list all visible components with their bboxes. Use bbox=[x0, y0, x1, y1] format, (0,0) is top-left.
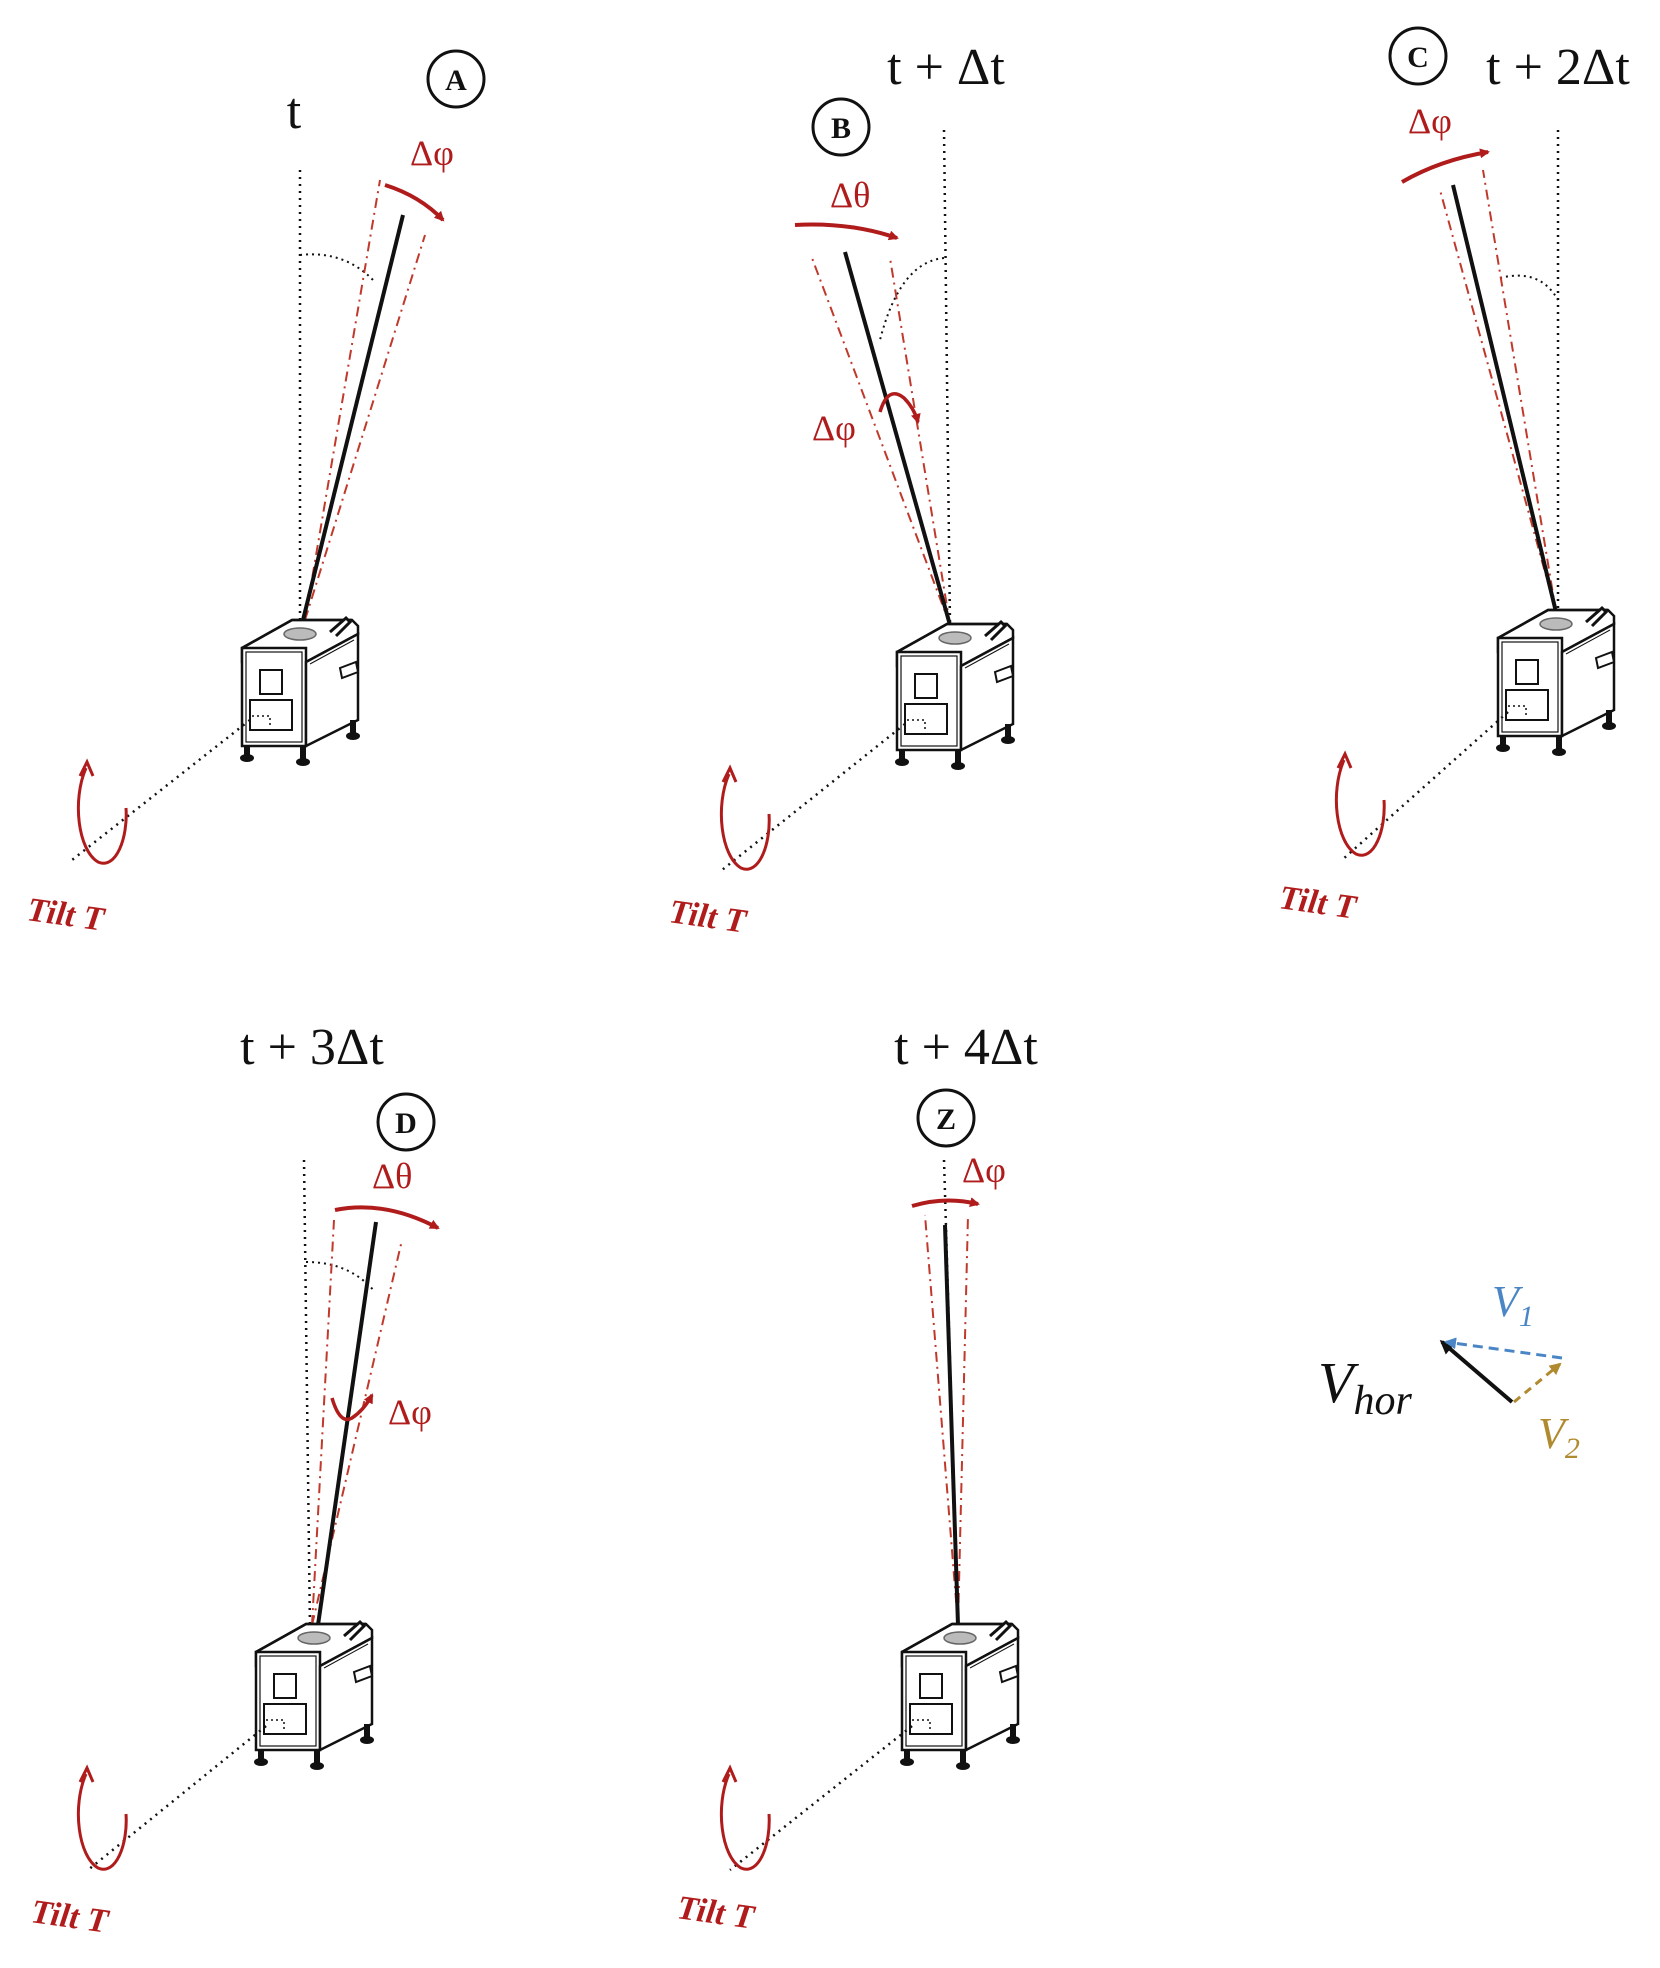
panel-a-time-label: t bbox=[287, 83, 302, 140]
panel-b-rod bbox=[843, 251, 952, 626]
panel-a-tilt-axis bbox=[71, 719, 251, 861]
panel-z-tilt-label: Tilt T bbox=[675, 1889, 758, 1937]
panel-d-time-label: t + 3Δt bbox=[240, 1019, 384, 1076]
panel-b-theta-rotation-arrow-icon bbox=[794, 222, 899, 241]
panel-z-badge: Z bbox=[936, 1103, 956, 1136]
panel-b-annotation-dphi: Δφ bbox=[812, 408, 856, 448]
panel-a-rotation-arrow-icon bbox=[384, 183, 445, 222]
panel-z-rotation-arrow-icon bbox=[911, 1197, 980, 1208]
vhor-label-main: V bbox=[1318, 1350, 1360, 1415]
panel-c-tilt-rotation-arrow-icon bbox=[1334, 752, 1386, 857]
panel-d: D t + 3Δt Δθ Δφ Tilt T bbox=[29, 1019, 440, 1941]
panel-d-tilt-axis bbox=[87, 1725, 267, 1871]
panel-c-rod bbox=[1451, 184, 1558, 613]
vector-legend: Vhor V1 V2 bbox=[1318, 1277, 1580, 1465]
panel-c-instrument-box-icon bbox=[1494, 606, 1618, 758]
v1-label: V1 bbox=[1492, 1277, 1534, 1333]
panel-c-badge: C bbox=[1407, 41, 1429, 74]
panel-c-cone-edge-left bbox=[1439, 189, 1557, 613]
v2-label-main: V bbox=[1538, 1409, 1570, 1458]
panel-z-badge-circle bbox=[916, 1088, 976, 1148]
panel-b-tilt-axis bbox=[721, 723, 906, 871]
panel-d-badge-circle bbox=[376, 1092, 436, 1152]
panel-b-instrument-box-icon bbox=[893, 620, 1017, 772]
panel-d-cone-edge-left bbox=[311, 1219, 335, 1626]
panel-c-tilt-label: Tilt T bbox=[1277, 879, 1360, 927]
v2-vector-arrow bbox=[1513, 1362, 1562, 1404]
panel-b-annotation-dtheta: Δθ bbox=[830, 175, 870, 215]
panel-c-rotation-arrow-icon bbox=[1400, 148, 1490, 184]
panel-z-rod bbox=[943, 1224, 960, 1626]
panel-z-tilt-axis bbox=[729, 1725, 913, 1871]
panel-z-cone-edge-left bbox=[924, 1214, 959, 1626]
panel-b-time-label: t + Δt bbox=[887, 39, 1005, 96]
panel-c-tilt-axis bbox=[1341, 711, 1509, 861]
panel-b-phi-rotation-arrow-icon bbox=[878, 392, 921, 424]
panel-d-angle-arc bbox=[305, 1261, 376, 1293]
panel-c-annotation-dphi: Δφ bbox=[1408, 101, 1452, 141]
panel-z-tilt-rotation-arrow-icon bbox=[719, 1766, 771, 1871]
vhor-vector-arrow bbox=[1439, 1340, 1514, 1404]
panel-b: B t + Δt Δθ Δφ Tilt T bbox=[667, 39, 1017, 941]
panel-c-badge-circle bbox=[1388, 26, 1448, 86]
panel-c-time-label: t + 2Δt bbox=[1486, 39, 1630, 96]
panel-d-instrument-box-icon bbox=[252, 1620, 376, 1772]
panel-d-annotation-dphi: Δφ bbox=[388, 1392, 432, 1432]
panel-d-badge: D bbox=[395, 1107, 417, 1140]
panel-d-tilt-rotation-arrow-icon bbox=[76, 1766, 128, 1871]
panel-z: Z t + 4Δt Δφ Tilt T bbox=[675, 1019, 1038, 1937]
panel-a-annotation-dphi: Δφ bbox=[410, 133, 454, 173]
v2-label: V2 bbox=[1538, 1409, 1580, 1465]
panel-c: C t + 2Δt Δφ Tilt T bbox=[1277, 26, 1630, 927]
panel-b-angle-arc bbox=[879, 257, 945, 341]
panel-a-badge-circle bbox=[426, 49, 486, 109]
v1-label-main: V bbox=[1492, 1277, 1524, 1326]
panel-a-cone-edge-left bbox=[304, 179, 381, 621]
panel-b-badge: B bbox=[831, 112, 851, 145]
panel-b-tilt-rotation-arrow-icon bbox=[719, 766, 771, 871]
panel-a-badge: A bbox=[445, 64, 467, 97]
panel-b-badge-circle bbox=[811, 97, 871, 157]
panel-z-time-label: t + 4Δt bbox=[894, 1019, 1038, 1076]
v1-label-subscript: 1 bbox=[1519, 1300, 1534, 1333]
panel-a-tilt-label: Tilt T bbox=[25, 891, 108, 939]
v2-label-subscript: 2 bbox=[1565, 1432, 1580, 1465]
panel-b-cone-edge-right bbox=[889, 257, 951, 626]
vhor-label: Vhor bbox=[1318, 1350, 1412, 1424]
v1-vector-arrow bbox=[1444, 1337, 1563, 1360]
panel-z-instrument-box-icon bbox=[898, 1620, 1022, 1772]
panel-d-rod bbox=[316, 1221, 378, 1626]
panel-d-phi-rotation-arrow-icon bbox=[330, 1393, 374, 1422]
panel-c-angle-arc bbox=[1499, 274, 1559, 301]
panel-a-tilt-rotation-arrow-icon bbox=[76, 760, 128, 865]
panel-z-annotation-dphi: Δφ bbox=[962, 1150, 1006, 1190]
panel-a-rod bbox=[301, 214, 405, 621]
panel-a-instrument-box-icon bbox=[238, 616, 362, 768]
panel-b-vertical-reference bbox=[942, 129, 952, 626]
panel-b-tilt-label: Tilt T bbox=[667, 893, 750, 941]
panel-a-cone-edge-right bbox=[304, 234, 426, 621]
panel-d-tilt-label: Tilt T bbox=[29, 1893, 112, 1941]
panel-d-annotation-dtheta: Δθ bbox=[372, 1156, 412, 1196]
panel-z-cone-edge-right bbox=[957, 1214, 969, 1626]
panel-c-cone-edge-right bbox=[1482, 169, 1557, 613]
panel-d-vertical-reference bbox=[302, 1159, 312, 1631]
panel-d-theta-rotation-arrow-icon bbox=[334, 1205, 440, 1230]
panel-a: A t Δφ Tilt T bbox=[25, 49, 486, 939]
vhor-label-subscript: hor bbox=[1353, 1378, 1412, 1424]
panel-a-angle-arc bbox=[299, 253, 376, 283]
